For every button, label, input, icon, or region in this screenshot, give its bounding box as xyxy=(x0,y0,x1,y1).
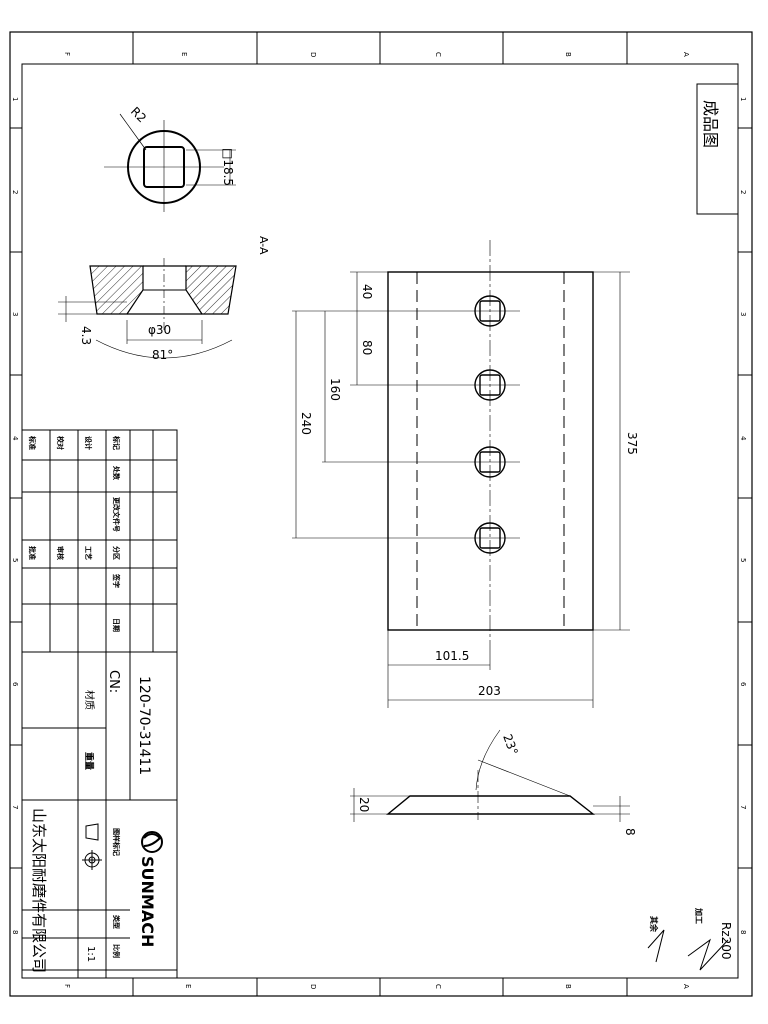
dimension-thickness: 20 xyxy=(357,797,371,812)
zone-number: 4 xyxy=(11,436,19,441)
zone-number: 7 xyxy=(11,805,19,809)
material-label: 材质 xyxy=(83,690,96,710)
sign-label: 日期 xyxy=(112,618,121,632)
title-block xyxy=(21,429,178,979)
surface-remaining-label: 其余 xyxy=(649,916,659,933)
sunmach-logo: SUNMACH xyxy=(138,831,163,947)
marking-label: 图样标记 xyxy=(112,828,121,856)
zone-number: 4 xyxy=(739,436,747,441)
zone-number: 8 xyxy=(11,930,19,934)
square-hole-detail-view xyxy=(104,113,236,212)
zone-letters-top: F E D C B A xyxy=(63,52,690,57)
zone-letter: C xyxy=(434,984,442,989)
zone-letter: D xyxy=(309,52,317,57)
scale-value: 1:1 xyxy=(85,946,96,962)
zone-numbers-right: 1 2 3 4 5 6 7 8 xyxy=(739,97,747,934)
plate-front-view xyxy=(292,240,630,708)
zone-number: 5 xyxy=(739,558,747,562)
role-label: 审核 xyxy=(56,546,65,560)
dimension-hole-offset-1: 40 xyxy=(360,284,374,299)
dimension-edge-thickness: 8 xyxy=(623,828,637,836)
zone-number: 8 xyxy=(739,930,747,934)
dimension-corner-radius: R2 xyxy=(128,104,149,125)
brand-name: SUNMACH xyxy=(138,856,157,947)
surface-finish-symbol-icon xyxy=(647,929,729,971)
role-label: 批准 xyxy=(28,546,37,560)
section-label: A-A xyxy=(257,236,270,255)
sign-label: 标记 xyxy=(112,435,121,450)
zone-numbers-left: 1 2 3 4 5 6 7 8 xyxy=(11,97,19,934)
role-label: 标准 xyxy=(28,435,37,450)
role-label: 设计 xyxy=(84,436,93,450)
company-name: 山东太阳耐磨件有限公司 xyxy=(30,808,48,973)
zone-number: 6 xyxy=(11,682,19,687)
sign-label: 更改文件号 xyxy=(112,497,121,532)
plate-side-profile xyxy=(350,729,630,822)
zone-number: 5 xyxy=(11,558,19,562)
zone-letter: D xyxy=(309,984,317,989)
zone-letter: C xyxy=(434,52,442,57)
zone-number: 2 xyxy=(739,190,747,194)
zone-letter: A xyxy=(682,52,690,57)
zone-letters-bottom: F E D C B A xyxy=(63,984,690,989)
sign-label: 处数 xyxy=(112,465,121,481)
weight-label: 重量 xyxy=(83,752,95,770)
zone-letter: A xyxy=(682,984,690,989)
zone-number: 2 xyxy=(11,190,19,194)
dimension-hole-diameter: φ30 xyxy=(148,323,171,337)
dimension-overall-width: 203 xyxy=(478,684,501,698)
zone-letter: B xyxy=(564,52,572,57)
zone-letter: F xyxy=(63,52,71,56)
projection-symbol-icon xyxy=(82,823,102,870)
dimension-bevel-angle: 23° xyxy=(500,732,520,757)
role-label: 工艺 xyxy=(84,546,93,560)
inner-border xyxy=(21,63,739,979)
dimension-square-size: □18.5 xyxy=(221,148,235,186)
section-a-a-view xyxy=(58,258,237,359)
title-block-role-labels: 标准 校对 设计 批准 审核 工艺 xyxy=(28,435,93,560)
zone-letter: B xyxy=(564,984,572,989)
zone-letter: F xyxy=(63,984,71,988)
zone-letter: E xyxy=(184,984,192,988)
part-number: 120-70-31411 xyxy=(136,676,152,775)
dimension-overall-length: 375 xyxy=(625,432,639,455)
zone-grid-ticks xyxy=(10,32,752,996)
drawing-title: 成品图 xyxy=(701,100,720,148)
sign-label: 签字 xyxy=(112,573,121,588)
scale-label: 比例 xyxy=(112,944,121,958)
zone-number: 1 xyxy=(739,97,747,101)
zone-number: 1 xyxy=(11,97,19,101)
role-label: 校对 xyxy=(56,436,65,450)
type-label: 类型 xyxy=(112,915,121,929)
surface-roughness-value: Rz200 xyxy=(719,922,733,960)
dimension-countersink-angle: 81° xyxy=(152,348,173,362)
zone-number: 3 xyxy=(11,312,19,316)
zone-number: 7 xyxy=(739,805,747,809)
drawing-title-box xyxy=(696,83,739,215)
surface-process-label: 加工 xyxy=(694,907,704,924)
outer-border xyxy=(9,31,753,997)
dimension-hole-offset-4: 240 xyxy=(299,412,313,435)
title-block-sign-labels: 标记 处数 更改文件号 分区 签字 日期 xyxy=(112,435,121,632)
sign-label: 分区 xyxy=(112,546,121,560)
zone-number: 6 xyxy=(739,682,747,687)
dimension-hole-offset-3: 160 xyxy=(328,378,342,401)
dimension-hole-offset-2: 80 xyxy=(360,340,374,355)
zone-letter: E xyxy=(180,52,188,56)
dimension-chamfer-depth: 4.3 xyxy=(79,326,93,345)
zone-number: 3 xyxy=(739,312,747,316)
cn-label: CN: xyxy=(106,670,121,693)
dimension-half-width: 101.5 xyxy=(435,649,469,663)
